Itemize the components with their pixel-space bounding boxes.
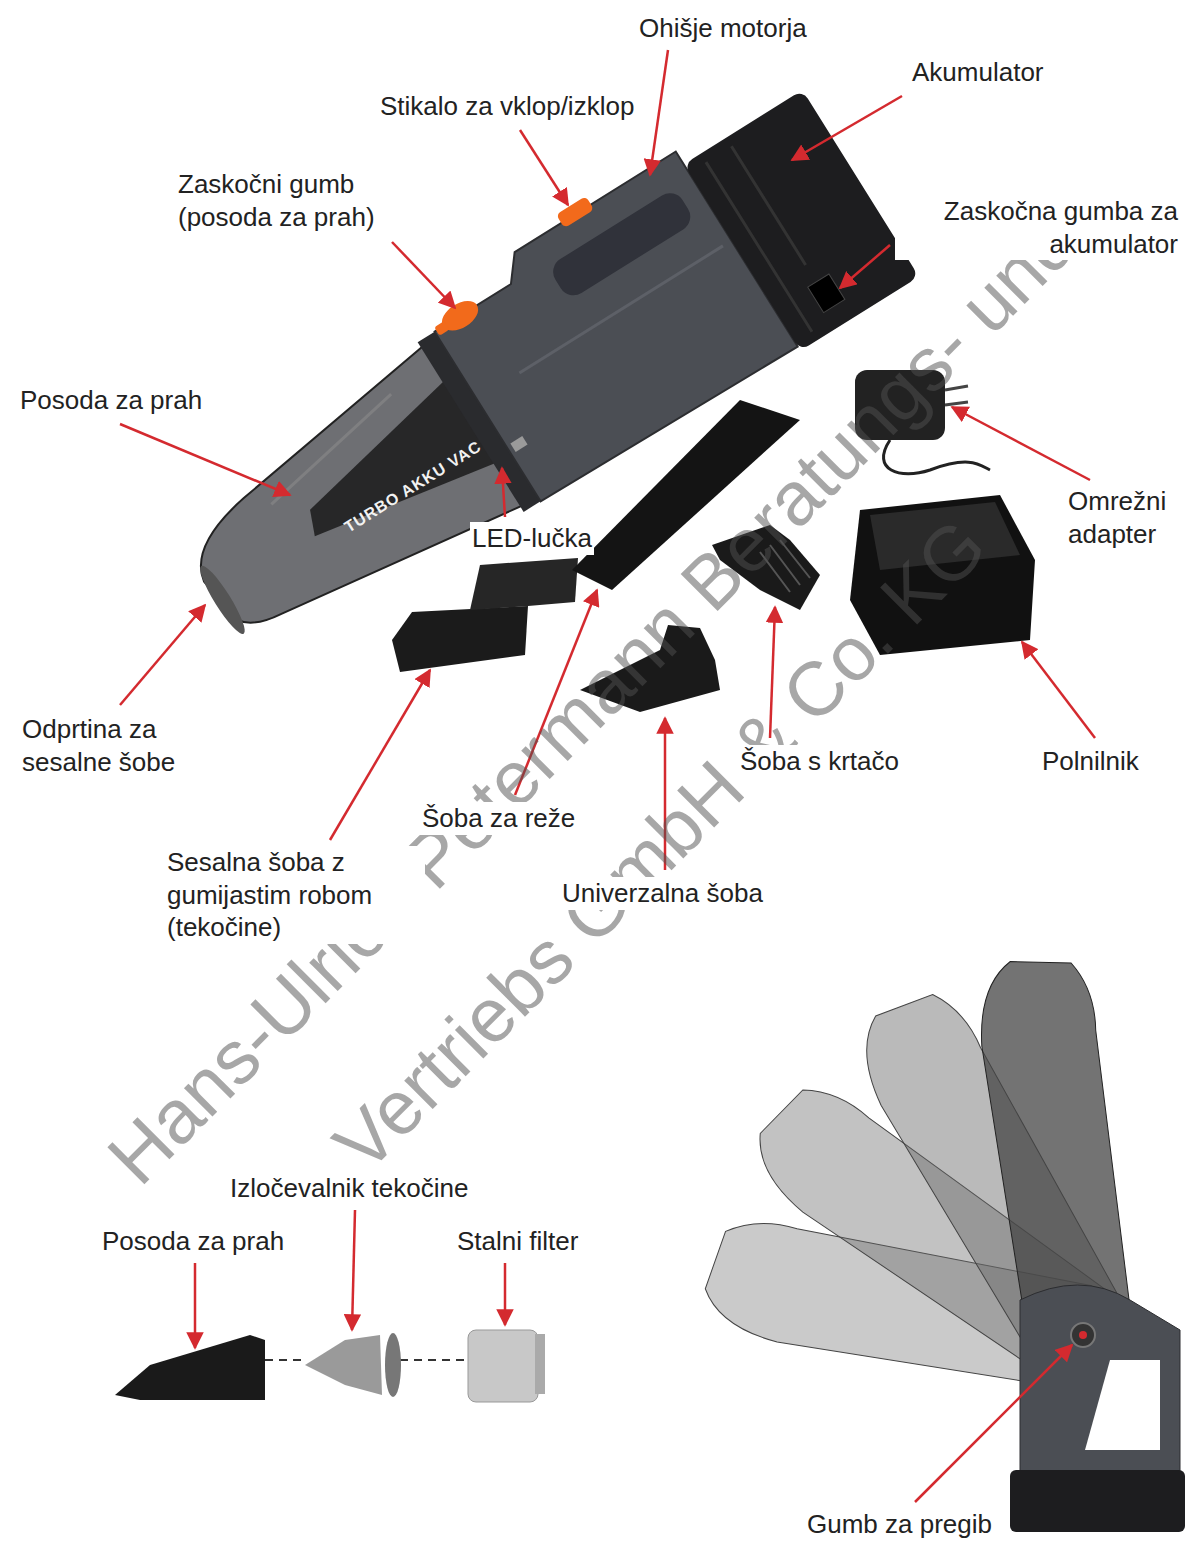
part-label: Omrežni adapter	[1066, 485, 1191, 550]
part-label: Posoda za prah	[100, 1225, 286, 1258]
part-label: Akumulator	[910, 56, 1046, 89]
part-label: LED-lučka	[470, 522, 594, 555]
part-label: Šoba za reže	[420, 802, 577, 835]
product-print: TURBO AKKU VAC	[341, 438, 485, 537]
leader-lines	[120, 50, 1095, 1502]
part-label: Gumb za pregib	[805, 1508, 994, 1541]
part-label: Stikalo za vklop/izklop	[378, 90, 636, 123]
part-label: Izločevalnik tekočine	[228, 1172, 470, 1205]
part-label: Šoba s krtačo	[738, 745, 901, 778]
part-label: Stalni filter	[455, 1225, 580, 1258]
part-label: Odprtina za sesalne šobe	[20, 713, 220, 778]
part-label: Zaskočni gumb (posoda za prah)	[176, 168, 406, 233]
part-label: Zaskočna gumba za akumulator	[895, 195, 1180, 260]
vacuum-body	[136, 69, 919, 685]
part-label: Polnilnik	[1040, 745, 1141, 778]
part-label: Posoda za prah	[18, 384, 204, 417]
part-label: Sesalna šoba z gumijastim robom (tekočin…	[165, 846, 425, 944]
filter-assembly	[115, 1330, 545, 1402]
part-label: Univerzalna šoba	[560, 877, 765, 910]
part-label: Ohišje motorja	[637, 12, 809, 45]
pivot-illustration	[698, 951, 1185, 1532]
watermark: Hans-Ulrich Petermann Beratungs- und	[95, 203, 1090, 1198]
